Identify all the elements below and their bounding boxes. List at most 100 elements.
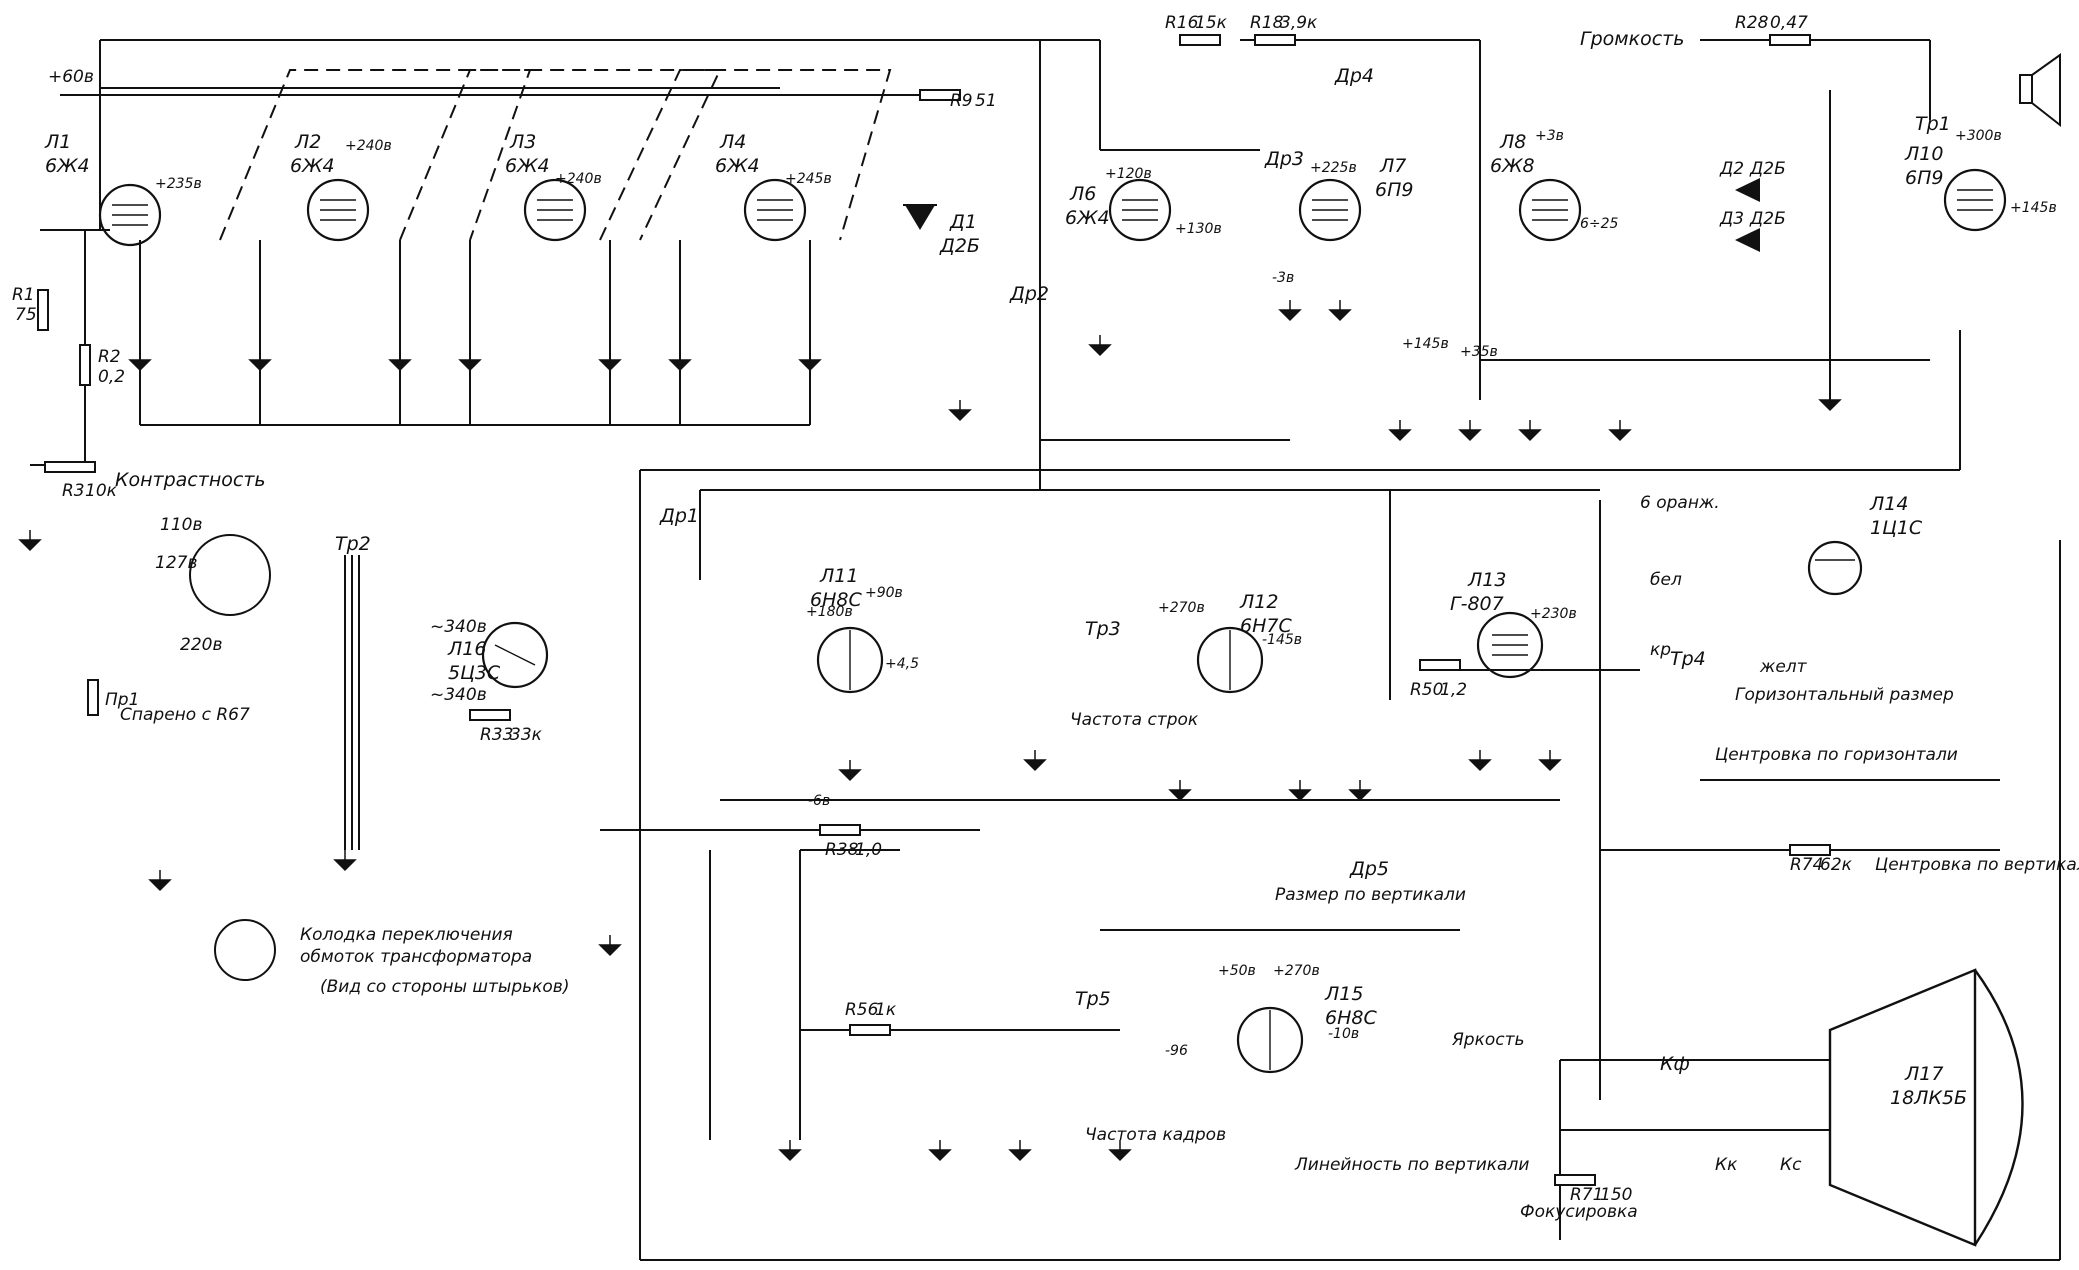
v6-25-label: 6÷25	[1580, 216, 1619, 232]
ground-symbol	[928, 1140, 952, 1162]
focus-label: Фокусировка	[1520, 1202, 1638, 1222]
ground-symbol	[148, 870, 172, 892]
dr1-label: Др1	[659, 505, 699, 527]
ground-symbol	[1108, 1140, 1132, 1162]
tube-l12-ref: Л12	[1239, 591, 1278, 613]
loudspeaker	[2019, 53, 2061, 128]
tube-l2: Л2 6Ж4	[290, 131, 370, 242]
ground-symbol	[1608, 420, 1632, 442]
ground-symbol	[458, 350, 482, 372]
tube-l4: Л4 6Ж4	[715, 131, 807, 242]
r34-value: 33к	[510, 725, 543, 745]
diode-d1: Д1 Д2Б	[903, 204, 980, 257]
ground-symbol	[838, 760, 862, 782]
ground-symbol	[1458, 420, 1482, 442]
r2-ref: R2	[98, 347, 121, 367]
vm145-label: -145в	[1262, 632, 1302, 648]
tube-l12-type: 6Н7С	[1240, 615, 1292, 637]
r29-ref: R28	[1735, 13, 1769, 33]
d1-label: Д1	[949, 211, 977, 233]
resistor-r2: R20,2	[79, 344, 125, 387]
supply-plus60-label: +60в	[48, 67, 94, 87]
ground-symbol	[248, 350, 272, 372]
d1-type: Д2Б	[939, 235, 980, 257]
r75-ref: R74	[1790, 855, 1823, 875]
socket-caption-3: (Вид со стороны штырьков)	[320, 977, 569, 997]
v225-label: +225в	[1310, 160, 1357, 176]
r72-ref: R71	[1570, 1185, 1603, 1205]
ground-symbol	[598, 935, 622, 957]
tube-l7: Л7 6П9	[1298, 155, 1413, 242]
fuse-pr1: Пр1	[87, 679, 139, 716]
tr4-w5-label: бел	[1650, 570, 1682, 590]
contrast-label: Контрастность	[115, 469, 266, 491]
tube-l7-ref: Л7	[1379, 155, 1406, 177]
socket-127v-label: 127в	[155, 553, 197, 573]
tube-l16-type: 5Ц3С	[448, 662, 501, 684]
tube-l11-ref: Л11	[819, 565, 858, 587]
tube-l10: Л10 6П9	[1904, 143, 2007, 232]
r75-value: 62к	[1820, 855, 1853, 875]
tube-l3-type: 6Ж4	[505, 155, 550, 177]
r39-ref: R38	[825, 840, 859, 860]
tr4-label: Тр4	[1670, 648, 1706, 670]
tube-l14-type: 1Ц1С	[1870, 517, 1923, 539]
d3-label: Д3	[1719, 209, 1744, 229]
fuse-label: Пр1	[105, 690, 139, 710]
r34-ref: R33	[480, 725, 513, 745]
vm6-label: -6в	[808, 793, 830, 809]
ground-symbol	[1023, 750, 1047, 772]
v120-label: +120в	[1105, 166, 1152, 182]
ground-symbol	[1088, 335, 1112, 357]
tube-l16: Л16 5Ц3С	[447, 621, 549, 689]
v35-label: +35в	[1460, 344, 1498, 360]
socket-pinout-diagram: Колодка переключения обмоток трансформат…	[214, 919, 569, 997]
ground-symbol	[948, 400, 972, 422]
ground-symbol	[1518, 420, 1542, 442]
d2-type: Д2Б	[1749, 159, 1786, 179]
v270b-label: +270в	[1273, 963, 1320, 979]
tube-l14-ref: Л14	[1869, 493, 1908, 515]
v240a-label: +240в	[345, 138, 392, 154]
spared-label: Спарено с R67	[120, 705, 250, 725]
socket-caption-2: обмоток трансформатора	[300, 947, 532, 967]
tube-l1: Л1 6Ж4	[44, 131, 162, 247]
ground-symbol	[1388, 420, 1412, 442]
r11-value: 51	[975, 91, 997, 111]
tube-l4-type: 6Ж4	[715, 155, 760, 177]
r17-ref: R16	[1165, 13, 1199, 33]
tube-l4-ref: Л4	[719, 131, 746, 153]
ground-symbol	[18, 530, 42, 552]
tube-l13: Л13 Г-807	[1450, 569, 1544, 679]
ground-symbol	[668, 350, 692, 372]
dr3-label: Др3	[1264, 148, 1304, 170]
r51-ref: R50	[1410, 680, 1443, 700]
tube-l10-type: 6П9	[1905, 167, 1943, 189]
tube-l13-ref: Л13	[1467, 569, 1506, 591]
tube-l3-ref: Л3	[509, 131, 536, 153]
tr4-w6-label: 6 оранж.	[1640, 493, 1720, 513]
horiz-size-label: Горизонтальный размер	[1735, 685, 1954, 705]
tube-l12: Л12 6Н7С	[1196, 591, 1292, 694]
frame-freq-label: Частота кадров	[1085, 1125, 1226, 1145]
tube-l17-ref: Л17	[1904, 1063, 1943, 1085]
v270-label: +270в	[1158, 600, 1205, 616]
socket-caption-1: Колодка переключения	[300, 925, 513, 945]
line-freq-label: Частота строк	[1070, 710, 1199, 730]
ground-symbol	[128, 350, 152, 372]
v3-label: +3в	[1535, 128, 1564, 144]
tube-l7-type: 6П9	[1375, 179, 1413, 201]
tube-l10-ref: Л10	[1904, 143, 1943, 165]
diode-d2: Д2 Д2Б	[1719, 159, 1786, 202]
r1-value: 75	[15, 305, 37, 325]
diode-d3: Д3 Д2Б	[1719, 209, 1786, 252]
tube-l6-type: 6Ж4	[1065, 207, 1110, 229]
dr4-label: Др4	[1334, 65, 1374, 87]
r2-value: 0,2	[98, 367, 125, 387]
r51-value: 1,2	[1440, 680, 1467, 700]
ground-symbol	[1328, 300, 1352, 322]
